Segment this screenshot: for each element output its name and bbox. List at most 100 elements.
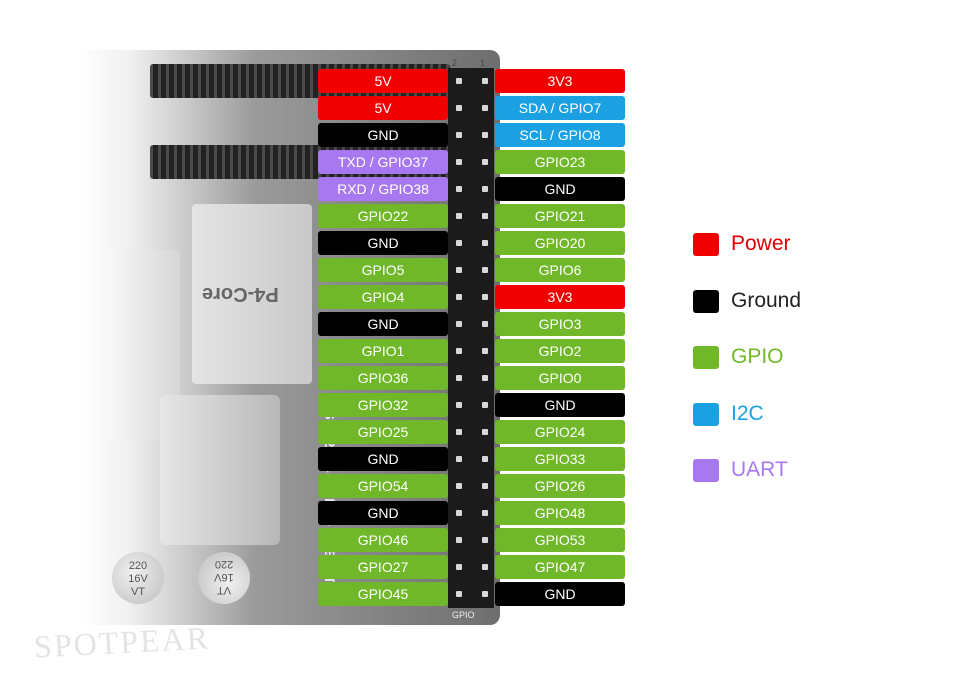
- legend-label: GPIO: [731, 345, 784, 368]
- header-pin-odd: [482, 294, 488, 300]
- gpio-header: [448, 68, 494, 608]
- header-pin-number-1: 1: [480, 58, 486, 68]
- header-pin-even: [456, 375, 462, 381]
- header-pin-odd: [482, 78, 488, 84]
- pin-label-right: GPIO26: [495, 474, 625, 498]
- header-pin-odd: [482, 483, 488, 489]
- header-pin-even: [456, 429, 462, 435]
- pin-label-right: GPIO0: [495, 366, 625, 390]
- capacitor-1-label: 220 16V VT: [128, 560, 148, 598]
- pin-label-left: GPIO45: [318, 582, 448, 606]
- legend-swatch: [693, 402, 719, 426]
- header-pin-even: [456, 483, 462, 489]
- header-pin-number-2: 2: [452, 58, 458, 68]
- legend-swatch: [693, 459, 719, 482]
- header-pin-even: [456, 348, 462, 354]
- header-pin-odd: [482, 267, 488, 273]
- pin-label-right: SDA / GPIO7: [495, 96, 625, 120]
- header-pin-even: [456, 186, 462, 192]
- pin-label-left: GPIO4: [318, 285, 448, 309]
- pin-label-right: GPIO21: [495, 204, 625, 228]
- legend-swatch: [693, 233, 719, 256]
- pin-label-right: GPIO24: [495, 420, 625, 444]
- pin-label-right: GND: [495, 582, 625, 606]
- header-pin-even: [456, 240, 462, 246]
- pin-label-left: 5V: [318, 69, 448, 93]
- pin-label-left: GPIO54: [318, 474, 448, 498]
- header-pin-odd: [482, 159, 488, 165]
- header-pin-even: [456, 159, 462, 165]
- pin-label-left: GPIO1: [318, 339, 448, 363]
- legend-label: Ground: [731, 288, 802, 312]
- header-pin-odd: [482, 564, 488, 570]
- pin-label-left: GPIO25: [318, 420, 448, 444]
- header-pin-even: [456, 591, 462, 597]
- pin-label-left: GPIO27: [318, 555, 448, 579]
- pin-label-right: GPIO48: [495, 501, 625, 525]
- pin-label-left: GPIO22: [318, 204, 448, 228]
- pin-label-right: GPIO47: [495, 555, 625, 579]
- header-pin-odd: [482, 402, 488, 408]
- legend-label: Power: [731, 232, 791, 255]
- pin-label-left: GPIO46: [318, 528, 448, 552]
- header-pin-odd: [482, 510, 488, 516]
- pin-label-left: GND: [318, 231, 448, 255]
- header-pin-odd: [482, 456, 488, 462]
- pin-label-right: GND: [495, 393, 625, 417]
- header-pin-odd: [482, 591, 488, 597]
- header-pin-odd: [482, 186, 488, 192]
- header-pin-odd: [482, 240, 488, 246]
- legend-label: I2C: [731, 401, 764, 425]
- header-pin-odd: [482, 321, 488, 327]
- pin-label-right: GPIO6: [495, 258, 625, 282]
- header-pin-odd: [482, 132, 488, 138]
- header-pin-even: [456, 402, 462, 408]
- header-pin-even: [456, 105, 462, 111]
- header-pin-odd: [482, 429, 488, 435]
- header-pin-even: [456, 132, 462, 138]
- pin-label-left: GND: [318, 312, 448, 336]
- legend-label: UART: [731, 458, 788, 481]
- header-pin-even: [456, 564, 462, 570]
- pin-label-right: GPIO33: [495, 447, 625, 471]
- board-chip: P4-Core: [192, 204, 312, 384]
- legend-swatch: [693, 346, 719, 369]
- pin-label-right: 3V3: [495, 69, 625, 93]
- pin-label-left: GND: [318, 501, 448, 525]
- pin-label-left: TXD / GPIO37: [318, 150, 448, 174]
- capacitor-2-label: VT 16V 220: [214, 558, 234, 596]
- header-label: GPIO: [452, 610, 475, 620]
- pin-label-right: GPIO53: [495, 528, 625, 552]
- pin-label-right: 3V3: [495, 285, 625, 309]
- legend-swatch: [693, 289, 719, 313]
- pin-label-left: GPIO32: [318, 393, 448, 417]
- header-pin-odd: [482, 213, 488, 219]
- header-pin-odd: [482, 537, 488, 543]
- pin-label-left: GPIO5: [318, 258, 448, 282]
- pin-label-right: GPIO2: [495, 339, 625, 363]
- pin-label-left: 5V: [318, 96, 448, 120]
- header-pin-even: [456, 321, 462, 327]
- pin-label-right: GPIO3: [495, 312, 625, 336]
- header-pin-even: [456, 78, 462, 84]
- header-pin-even: [456, 456, 462, 462]
- pin-label-left: RXD / GPIO38: [318, 177, 448, 201]
- header-pin-even: [456, 267, 462, 273]
- header-pin-even: [456, 537, 462, 543]
- header-pin-odd: [482, 105, 488, 111]
- header-pin-even: [456, 213, 462, 219]
- board-shield: [160, 395, 280, 545]
- header-pin-odd: [482, 348, 488, 354]
- capacitor-1: 220 16V VT: [112, 552, 164, 604]
- header-pin-even: [456, 510, 462, 516]
- header-pin-even: [456, 294, 462, 300]
- pin-label-left: GND: [318, 123, 448, 147]
- pin-label-right: SCL / GPIO8: [495, 123, 625, 147]
- capacitor-2: VT 16V 220: [198, 552, 250, 604]
- header-pin-odd: [482, 375, 488, 381]
- chip-label: P4-Core: [202, 283, 279, 305]
- pin-label-right: GPIO20: [495, 231, 625, 255]
- pin-label-left: GND: [318, 447, 448, 471]
- watermark: SPOTPEAR: [33, 619, 211, 665]
- pin-label-right: GND: [495, 177, 625, 201]
